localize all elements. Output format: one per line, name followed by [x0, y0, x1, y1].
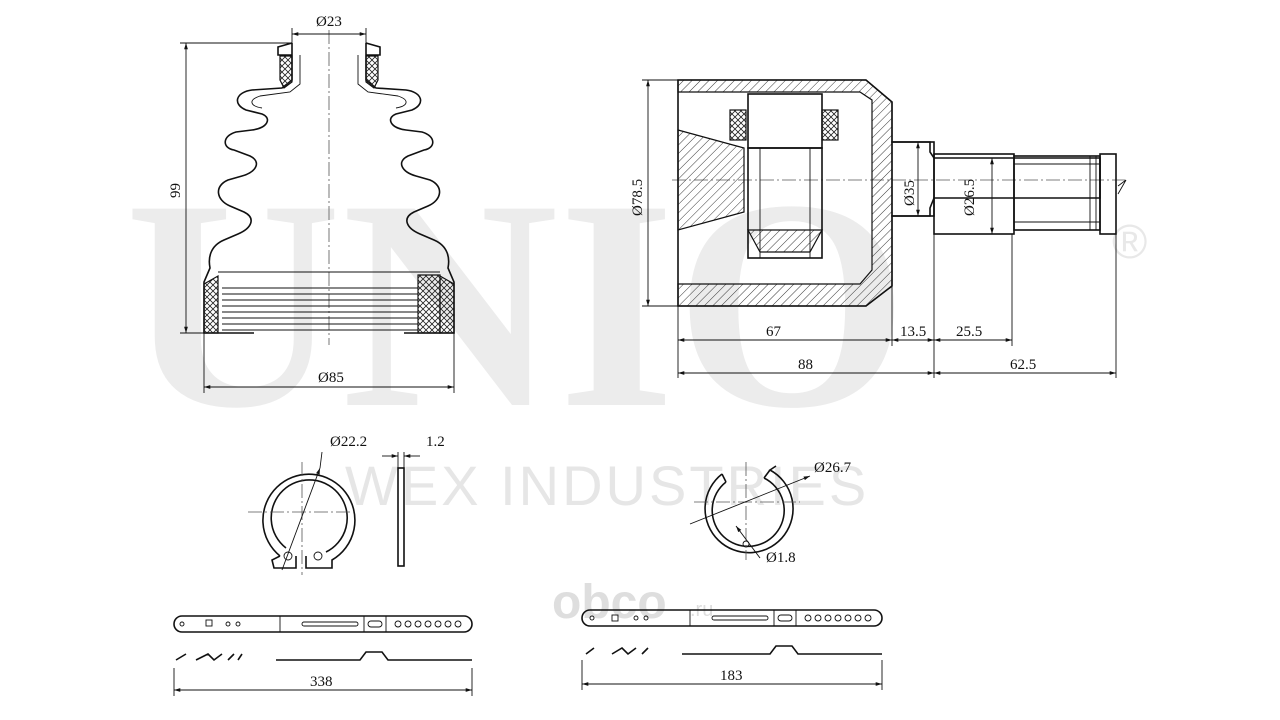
- circlip-internal-diameter-label: Ø26.7: [814, 460, 852, 476]
- clamp-large-length-label: 338: [310, 674, 333, 690]
- joint-neck-diameter-label: Ø35: [902, 180, 918, 206]
- external-circlip-drawing: Ø22.2 1.2: [248, 434, 445, 575]
- internal-circlip-drawing: Ø26.7 Ø1.8: [689, 460, 852, 566]
- boot-height-label: 99: [168, 183, 184, 198]
- circlip-external-diameter-label: Ø22.2: [330, 434, 367, 450]
- joint-total-body-label: 88: [798, 357, 813, 373]
- large-clamp-drawing: 338: [173, 615, 473, 696]
- joint-shaft-diameter-label: Ø26.5: [962, 179, 978, 216]
- boot-small-diameter-label: Ø23: [316, 14, 342, 30]
- joint-outer-diameter-label: Ø78.5: [630, 179, 646, 216]
- small-clamp-drawing: 183: [581, 609, 883, 690]
- cv-joint-drawing: Ø78.5 Ø35 Ø26.5 67 13.5 25.5 88 62.5: [630, 79, 1127, 378]
- watermark-registered: ®: [1112, 216, 1147, 269]
- joint-body-length-label: 67: [766, 324, 782, 340]
- circlip-internal-hole-label: Ø1.8: [766, 550, 796, 566]
- circlip-external-thickness-label: 1.2: [426, 434, 445, 450]
- boot-large-diameter-label: Ø85: [318, 370, 344, 386]
- joint-neck-length-label: 13.5: [900, 324, 926, 340]
- joint-shaft-length-label: 25.5: [956, 324, 982, 340]
- joint-shaft-total-label: 62.5: [1010, 357, 1036, 373]
- cv-boot-drawing: Ø23 99 Ø85: [168, 14, 455, 393]
- watermark-site: obco: [552, 576, 667, 629]
- watermark-company: WEX INDUSTRIES: [345, 454, 869, 517]
- clamp-small-length-label: 183: [720, 668, 743, 684]
